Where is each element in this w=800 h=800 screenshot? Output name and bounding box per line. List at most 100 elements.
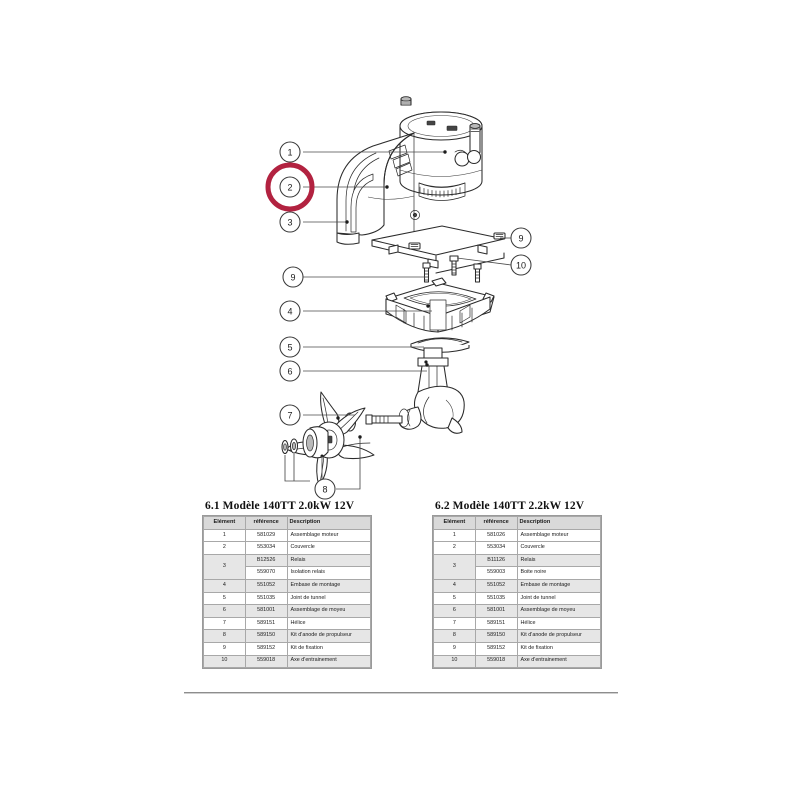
cell-description: Axe d'entrainement [516,654,601,669]
parts-table-block-right: 6.2 Modèle 140TT 2.2kW 12V Elément référ… [433,500,601,669]
bolt-left [422,262,431,283]
cell-element: 6 [203,604,246,618]
cell-description: Kit de fixation [516,641,601,656]
cell-reference: 553034 [244,541,288,555]
footer-divider [184,692,618,694]
cell-reference: 553034 [474,541,518,555]
cell-description: Hélice [516,616,601,631]
parts-table-right-title: 6.2 Modèle 140TT 2.2kW 12V [435,500,585,512]
callout-4[interactable]: 4 [279,300,301,322]
cell-description: Couvercle [516,541,601,555]
cell-description: Kit d'anode de propulseur [516,629,601,643]
cell-element: 7 [203,616,246,631]
motor-upper-drum [399,111,483,201]
propeller [285,391,375,487]
plate-bolt-heads [408,232,506,250]
cell-reference: B12526 [244,553,288,568]
callout-9-lower[interactable]: 9 [282,266,304,288]
motor-top-port [400,96,412,106]
callout-9-upper[interactable]: 9 [510,227,532,249]
cell-reference: B11126 [474,553,518,568]
cell-reference: 581001 [474,604,518,618]
diagram-svg: .ln { fill:none; stroke:#2b2b2b; stroke-… [265,96,532,500]
cell-description: Assemblage de moyeu [516,604,601,618]
callout-2-label: 2 [287,183,292,193]
table-row: 2 553034 Couvercle [203,541,371,555]
cell-reference: 589152 [474,641,518,656]
cell-description: Assemblage moteur [286,528,371,543]
callout-10-label: 10 [516,261,526,271]
parts-table-right: Elément référence Description 1 581026 A… [433,516,601,669]
cell-reference: 551052 [474,578,518,593]
bolt-outer-left [473,263,482,283]
parts-table-left-title: 6.1 Modèle 140TT 2.0kW 12V [205,500,355,512]
callout-6-label: 6 [287,367,292,377]
header-reference: référence [474,516,518,530]
table-row: 5 551035 Joint de tunnel [203,591,371,606]
cell-description: Joint de tunnel [516,591,601,606]
callout-8-label: 8 [322,485,327,495]
cell-element: 3 [433,553,476,580]
callout-2[interactable]: 2 [279,176,301,198]
table-row: 7 589151 Hélice [433,616,601,631]
cell-element: 6 [433,604,476,618]
cell-element: 5 [203,591,246,606]
cell-reference: 551052 [244,578,288,593]
anode-kit [281,426,329,459]
fasteners-upper [422,255,482,283]
cell-reference: 551035 [244,591,288,606]
cell-description: Assemblage de moyeu [286,604,371,618]
cell-element: 7 [433,616,476,631]
cell-element: 8 [433,629,476,643]
cell-description: Couvercle [286,541,371,555]
callout-7-label: 7 [287,411,292,421]
cell-element: 2 [203,541,246,555]
table-row: 8 589150 Kit d'anode de propulseur [203,629,371,643]
cell-element: 10 [203,654,246,669]
cell-description: Relais [516,553,601,568]
callout-9-upper-label: 9 [518,234,523,244]
cell-reference: 589150 [474,629,518,643]
callout-10[interactable]: 10 [510,254,532,276]
table-row: 1 581029 Assemblage moteur [203,528,371,543]
table-row: 5 551035 Joint de tunnel [433,591,601,606]
cell-reference: 589151 [244,616,288,631]
callout-1[interactable]: 1 [279,141,301,163]
callout-4-label: 4 [287,307,292,317]
cell-element: 3 [203,553,246,580]
callout-3-label: 3 [287,218,292,228]
cell-description: Axe d'entrainement [286,654,371,669]
cell-description: Relais [286,553,371,568]
header-description: Description [286,516,371,530]
bolt-center [449,255,459,276]
table-row: 3 B11126 Relais [433,553,601,580]
cell-description: Assemblage moteur [516,528,601,543]
table-row: 9 589152 Kit de fixation [203,641,371,656]
callout-9-lower-label: 9 [290,273,295,283]
callout-1-label: 1 [287,148,292,158]
header-reference: référence [244,516,288,530]
header-description: Description [516,516,601,530]
cell-element: 1 [433,528,476,543]
callout-6[interactable]: 6 [279,360,301,382]
mounting-base [385,277,495,333]
cell-element: 10 [433,654,476,669]
cell-reference: 581026 [474,528,518,543]
callout-5[interactable]: 5 [279,336,301,358]
cell-element: 1 [203,528,246,543]
cell-reference: 559003 [474,566,518,580]
table-row: 559003 Boite noire [434,566,601,580]
cell-description: Kit de fixation [286,641,371,656]
motor-cover [336,132,420,245]
motor-vent-band [418,182,466,201]
header-element: Elément [433,516,476,530]
drive-shaft [365,414,403,425]
cell-description: Hélice [286,616,371,631]
callout-8[interactable]: 8 [314,478,336,500]
callout-3[interactable]: 3 [279,211,301,233]
cell-element: 5 [433,591,476,606]
motor-assembly-graphic [336,96,506,274]
cell-description: Boite noire [516,566,601,580]
cell-reference: 559018 [244,654,288,669]
callout-7[interactable]: 7 [279,404,301,426]
